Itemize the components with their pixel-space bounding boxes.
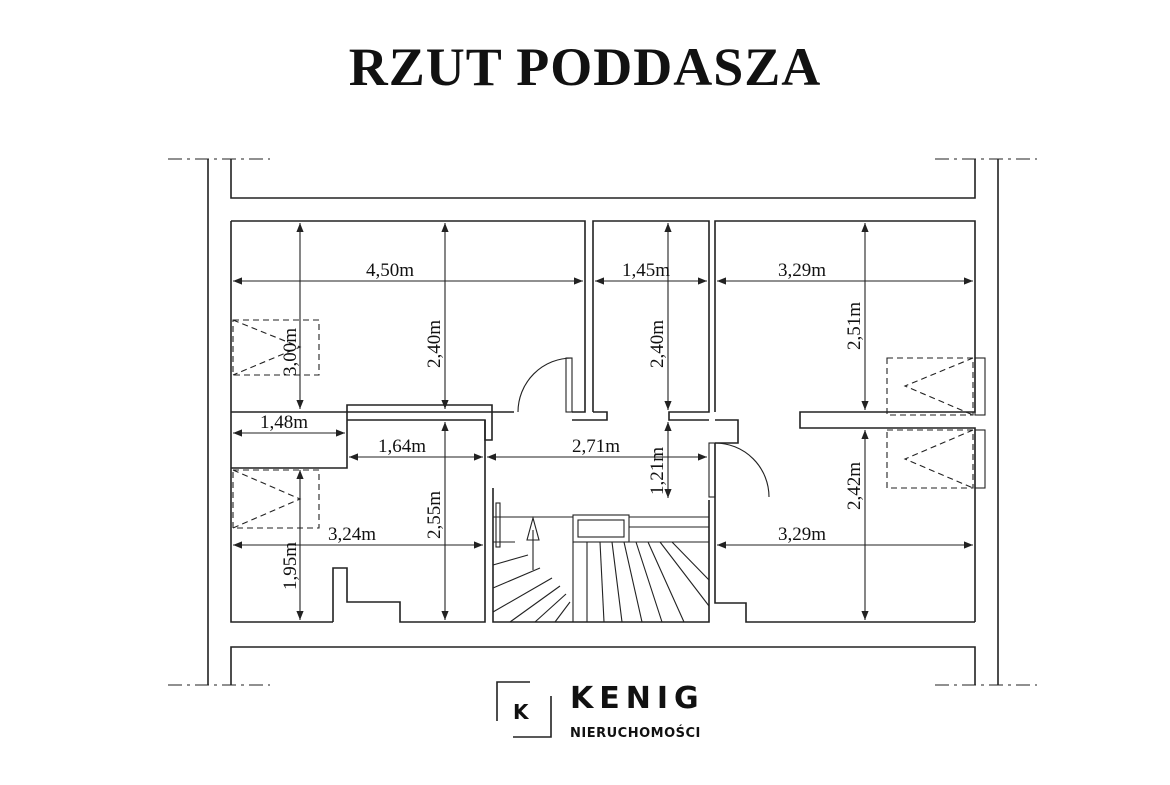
dim-corridor-height: 1,21m <box>647 447 668 495</box>
dim-room-tr-height: 2,51m <box>844 302 865 350</box>
dimension-lines <box>233 223 973 620</box>
dim-room-bl-width: 3,24m <box>328 524 376 545</box>
dim-room-tl-step: 1,48m <box>260 412 308 433</box>
dim-room-br-height: 2,42m <box>844 462 865 510</box>
dim-corridor-width: 2,71m <box>572 436 620 457</box>
dimension-labels: 4,50m 2,40m 3,00m 1,48m 1,64m 2,71m 1,21… <box>260 260 865 590</box>
dim-room-br-width: 3,29m <box>778 524 826 545</box>
dim-skylight-bl: 1,95m <box>280 542 301 590</box>
logo-name: KENIG <box>570 681 705 716</box>
dim-bath-height: 2,40m <box>647 320 668 368</box>
dim-bath-width: 1,45m <box>622 260 670 281</box>
door-swings <box>495 357 770 548</box>
logo-letter: K <box>513 700 530 724</box>
outer-walls <box>207 159 999 685</box>
dim-corridor-left: 1,64m <box>378 436 426 457</box>
dim-skylight-tl: 3,00m <box>280 328 301 376</box>
company-logo: K KENIG NIERUCHOMOŚCI <box>496 681 705 741</box>
dim-room-tr-width: 3,29m <box>778 260 826 281</box>
dim-room-tl-width: 4,50m <box>366 260 414 281</box>
dim-room-bl-height: 2,55m <box>424 491 445 539</box>
page-title: RZUT PODDASZA <box>348 37 822 97</box>
axis-marks <box>168 158 1037 686</box>
dim-room-tl-height: 2,40m <box>424 320 445 368</box>
skylights <box>232 319 986 529</box>
interior-walls <box>230 220 976 623</box>
logo-subtitle: NIERUCHOMOŚCI <box>570 725 701 741</box>
staircase <box>492 514 710 623</box>
